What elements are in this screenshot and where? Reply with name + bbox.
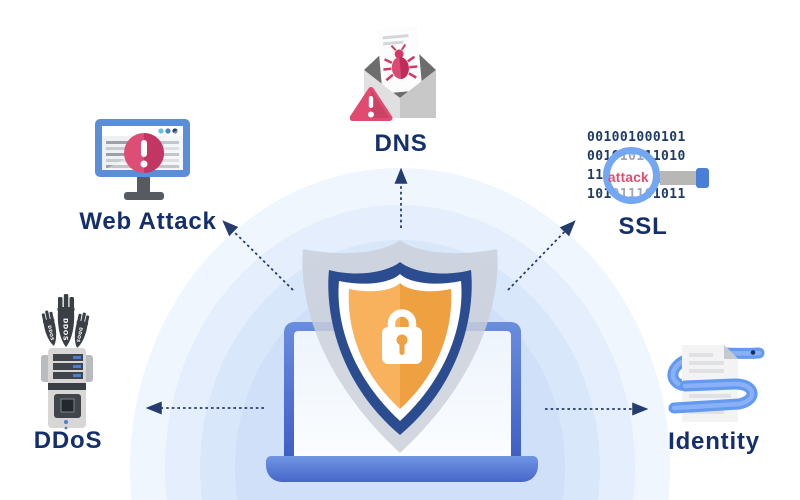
magnifier-handle-cap (696, 168, 709, 188)
server-tower (41, 348, 93, 430)
identity-label: Identity (668, 428, 760, 455)
binary-row: 11 (587, 168, 604, 183)
laptop-base (266, 456, 538, 482)
bombs-server-icon: DDOS DDOS DDOS (41, 294, 93, 430)
arrow-to-web-attack (222, 220, 294, 291)
security-shield-icon (302, 240, 498, 453)
magnifier-lens-icon (603, 147, 660, 204)
arrow-to-ssl (507, 220, 576, 291)
browser-top-bar (102, 126, 183, 136)
ddos-bomb: DDOS (41, 310, 57, 346)
padlock-icon (382, 309, 422, 364)
monitor-alert-icon (95, 119, 190, 200)
document-snake-icon (667, 345, 765, 422)
ddos-bomb: DDOS (75, 312, 90, 348)
bug-icon (383, 43, 418, 82)
attack-text: attack (608, 170, 649, 185)
binary-magnifier-icon: 001001000101 001010111010 11 10101110101… (579, 130, 724, 208)
alert-badge (124, 133, 164, 173)
ssl-label: SSL (618, 213, 668, 240)
malicious-email-icon (350, 26, 436, 121)
ddos-bomb: DDOS (57, 294, 75, 347)
svg-text:DDOS: DDOS (62, 318, 70, 341)
infected-letter (376, 26, 423, 94)
dns-label: DNS (374, 130, 428, 157)
monitor-stand (137, 177, 150, 192)
web-attack-label: Web Attack (79, 208, 217, 235)
svg-text:DDOS: DDOS (75, 327, 84, 344)
ddos-label: DDoS (33, 427, 103, 454)
magnifier-handle (660, 171, 698, 185)
warning-triangle-icon (350, 87, 393, 121)
binary-row: 001001000101 (587, 130, 686, 145)
svg-text:DDOS: DDOS (46, 325, 55, 342)
snake-eye (750, 350, 756, 355)
